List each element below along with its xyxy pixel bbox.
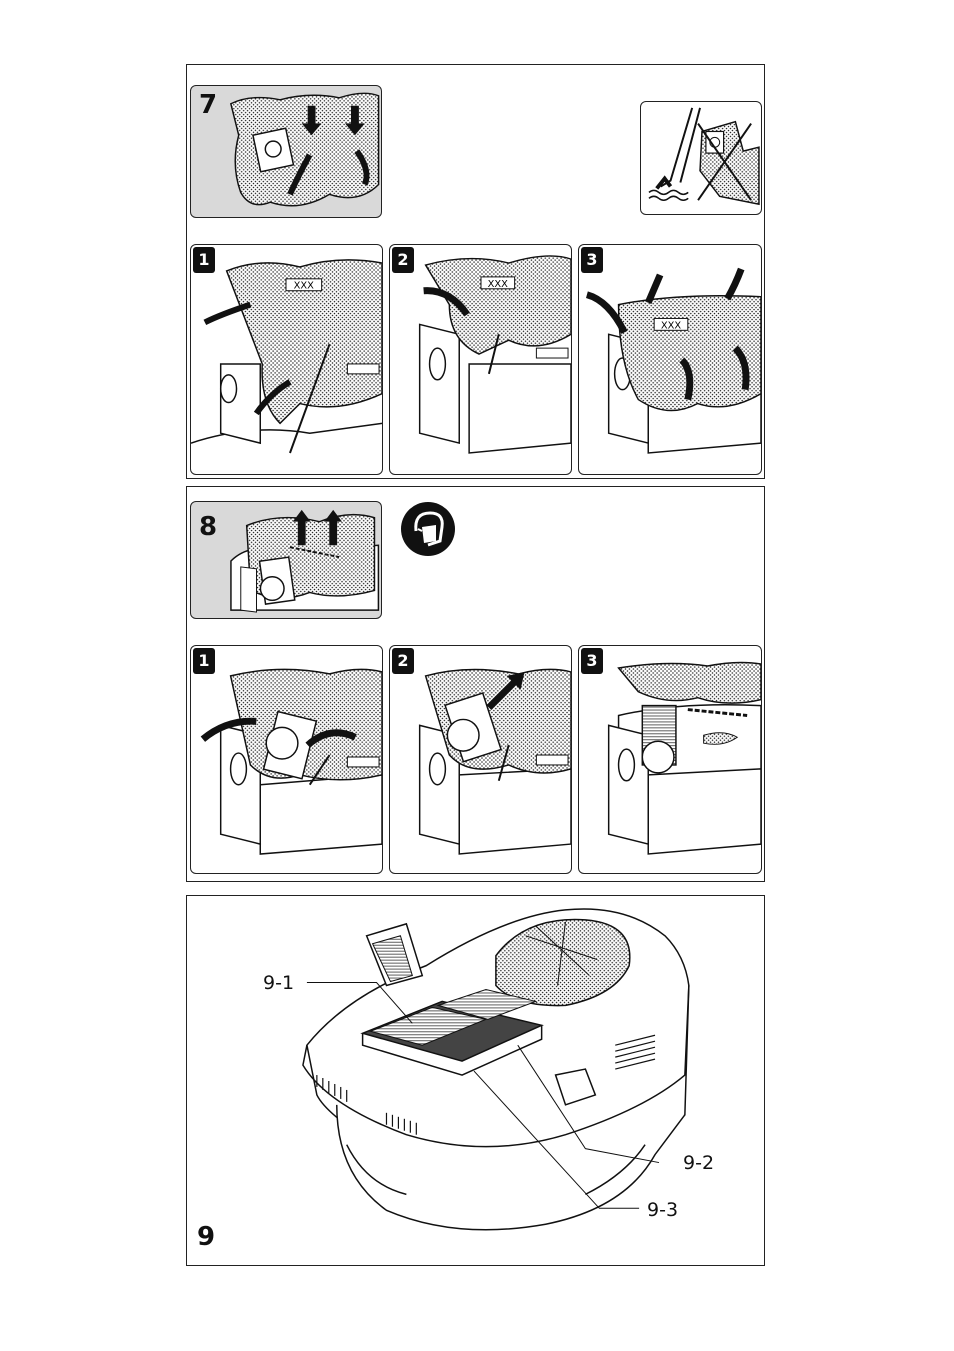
no-wet-use-icon bbox=[641, 102, 761, 214]
figure-8-step-1-number: 1 bbox=[193, 648, 215, 674]
bag-removed-illustration bbox=[579, 646, 761, 873]
bag-fold-press-illustration: XXX bbox=[579, 245, 761, 474]
figure-7-step-1-number: 1 bbox=[193, 247, 215, 273]
callout-9-3: 9-3 bbox=[647, 1199, 678, 1221]
figure-8-step-2: 2 bbox=[389, 645, 572, 874]
dust-bag-insert-illustration bbox=[191, 86, 381, 217]
figure-7-step-2: 2 XXX bbox=[389, 244, 572, 475]
figure-8-step-1: 1 bbox=[190, 645, 383, 874]
figure-7-step-3: 3 XXX bbox=[578, 244, 762, 475]
figure-8-step-3: 3 bbox=[578, 645, 762, 874]
dust-bag-removal-illustration bbox=[191, 502, 381, 618]
figure-8-number: 8 bbox=[199, 512, 217, 542]
bag-insert-flap-illustration: XXX bbox=[390, 245, 571, 474]
callout-9-1: 9-1 bbox=[263, 972, 294, 994]
figure-8-step-3-number: 3 bbox=[581, 648, 603, 674]
bag-label: XXX bbox=[661, 320, 682, 331]
callout-9-2: 9-2 bbox=[683, 1152, 714, 1174]
figure-9-frame: 9-1 9-2 9-3 9 bbox=[186, 895, 765, 1266]
figure-8-step-2-number: 2 bbox=[392, 648, 414, 674]
figure-9-number: 9 bbox=[197, 1222, 215, 1252]
figure-8-frame: 8 1 bbox=[186, 486, 765, 882]
bag-seal-close-illustration: XXX bbox=[191, 245, 382, 474]
figure-7-step-2-number: 2 bbox=[392, 247, 414, 273]
figure-7-step-1: 1 XXX bbox=[190, 244, 383, 475]
bag-seal-open-illustration bbox=[191, 646, 382, 873]
figure-7-frame: 7 1 bbox=[186, 64, 765, 479]
figure-7-overview-panel: 7 bbox=[190, 85, 382, 218]
bag-label: XXX bbox=[488, 279, 509, 290]
face-mask-icon bbox=[400, 501, 456, 557]
no-wet-use-panel bbox=[640, 101, 762, 215]
figure-7-number: 7 bbox=[199, 90, 217, 120]
bag-pull-out-illustration bbox=[390, 646, 571, 873]
figure-8-overview-panel: 8 bbox=[190, 501, 382, 619]
bag-label: XXX bbox=[294, 281, 315, 292]
figure-7-step-3-number: 3 bbox=[581, 247, 603, 273]
